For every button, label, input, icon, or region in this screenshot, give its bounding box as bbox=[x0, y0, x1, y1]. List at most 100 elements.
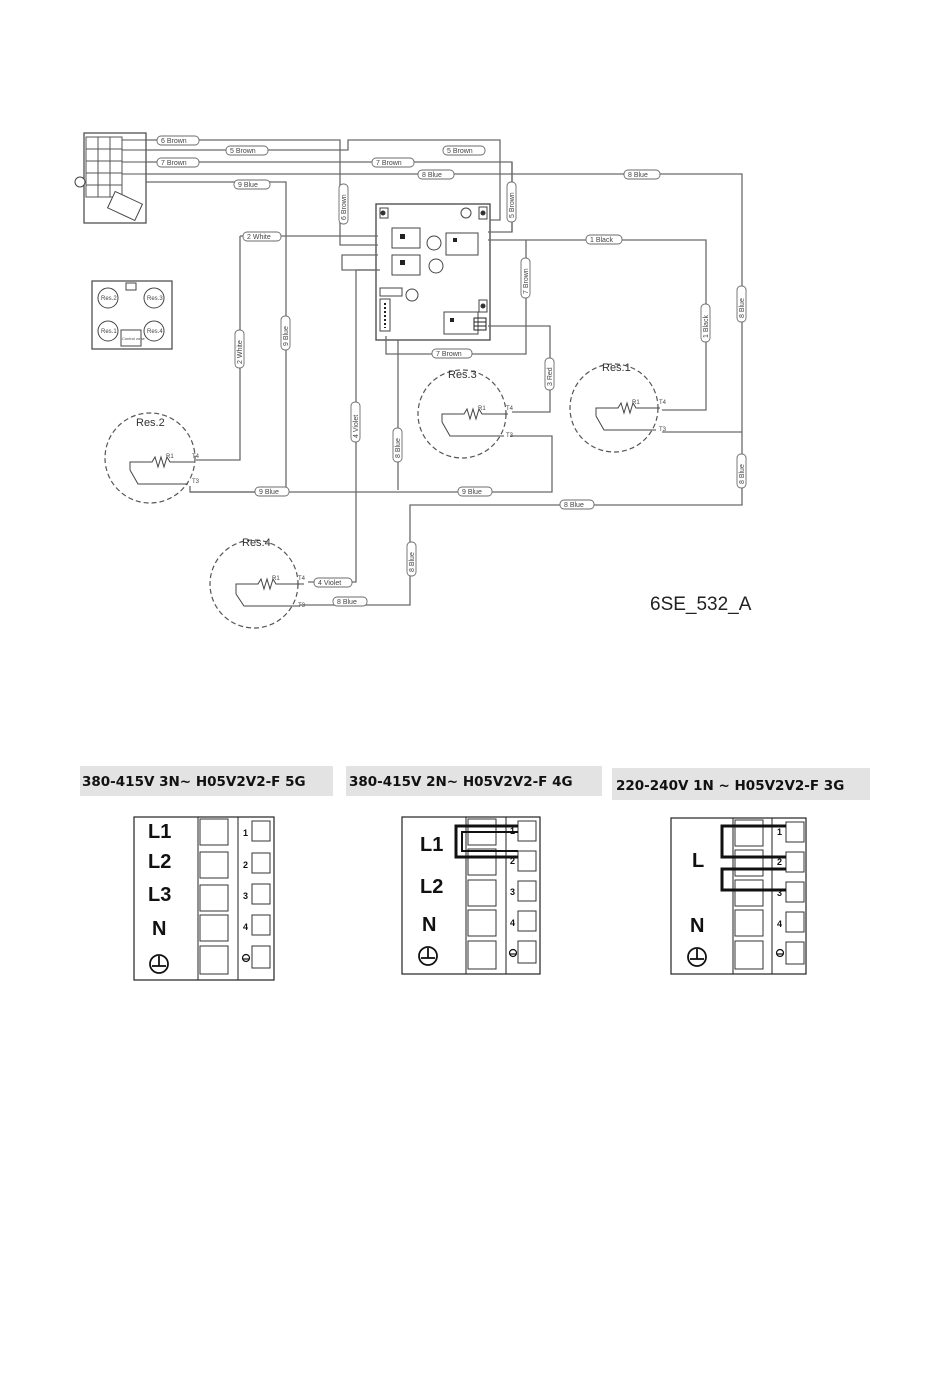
wire-label: 5 Brown bbox=[506, 181, 517, 223]
resistor-name: Res.1 bbox=[602, 362, 631, 374]
panel-header bbox=[80, 766, 333, 796]
resistor-res2: Res.2 R1 T4 T3 bbox=[104, 412, 200, 504]
connection-panel-2n-4g: 380-415V 2N~ H05V2V2-F 4G L1 L2 N 1 2 3 … bbox=[346, 766, 602, 975]
zone-label: Res.2 bbox=[101, 296, 117, 302]
zone-label: Res.4 bbox=[147, 329, 163, 335]
pin-t3: T3 bbox=[659, 427, 667, 433]
pin-r1: R1 bbox=[478, 406, 486, 412]
wire-label: 8 Blue bbox=[623, 169, 661, 180]
wire-label: 5 Brown bbox=[442, 145, 486, 156]
wire-label: 8 Blue bbox=[559, 499, 595, 510]
mains-terminal-block bbox=[74, 132, 147, 224]
wire-label: 5 Brown bbox=[225, 145, 269, 156]
wire-label-text: 2 White bbox=[247, 234, 271, 241]
wire-label-text: 8 Blue bbox=[337, 599, 357, 606]
wire-label-text: 7 Brown bbox=[376, 160, 402, 167]
terminal-label-l: L bbox=[692, 850, 704, 872]
wire-label: 7 Brown bbox=[156, 157, 200, 168]
wire-label-text: 8 Blue bbox=[628, 172, 648, 179]
wire-label: 4 Violet bbox=[313, 577, 353, 588]
wire-label-text: 4 Violet bbox=[318, 580, 341, 587]
terminal-number: 2 bbox=[510, 856, 515, 866]
pin-r1: R1 bbox=[632, 400, 640, 406]
wire-label: 8 Blue bbox=[736, 453, 747, 489]
pin-t4: T4 bbox=[506, 406, 514, 412]
wire-label: 2 White bbox=[242, 231, 282, 242]
wire-label: 2 White bbox=[234, 329, 245, 369]
pin-t3: T3 bbox=[298, 603, 306, 609]
connection-panel-3n-5g: 380-415V 3N~ H05V2V2-F 5G L1 L2 L3 N 1 2… bbox=[80, 766, 333, 981]
control-zone-label: Control zone bbox=[122, 336, 145, 341]
terminal-label-l1: L1 bbox=[420, 834, 443, 856]
connection-panel-1n-3g: 220-240V 1N ~ H05V2V2-F 3G L N 1 2 3 4 bbox=[612, 768, 870, 975]
terminal-label-l3: L3 bbox=[148, 884, 171, 906]
terminal-number: 4 bbox=[777, 919, 782, 929]
panel-title: 380-415V 2N~ H05V2V2-F 4G bbox=[349, 774, 573, 790]
terminal-number: 4 bbox=[510, 918, 515, 928]
wire-label: 8 Blue bbox=[736, 285, 747, 323]
wire-label: 6 Brown bbox=[338, 183, 349, 225]
wire-label-text: 9 Blue bbox=[283, 326, 290, 346]
zone-map: Res.2 Res.3 Res.1 Res.4 Control zone bbox=[91, 280, 173, 350]
wire-label-text: 2 White bbox=[237, 340, 244, 364]
resistor-res3: Res.3 R1 T4 T3 bbox=[417, 369, 514, 459]
wire-label: 9 Blue bbox=[254, 486, 290, 497]
wire-label: 4 Violet bbox=[350, 401, 361, 443]
control-board bbox=[375, 203, 491, 341]
wire-label: 7 Brown bbox=[371, 157, 415, 168]
wire-label-text: 6 Brown bbox=[341, 194, 348, 220]
wire-label: 8 Blue bbox=[417, 169, 455, 180]
terminal-number: 3 bbox=[510, 887, 515, 897]
terminal-label-n: N bbox=[152, 918, 166, 940]
wire-label-text: 4 Violet bbox=[353, 415, 360, 438]
zone-label: Res.3 bbox=[147, 296, 163, 302]
resistor-name: Res.2 bbox=[136, 417, 165, 429]
resistor-res4: Res.4 R1 T4 T3 bbox=[209, 537, 306, 629]
diagram-code: 6SE_532_A bbox=[650, 594, 752, 615]
wire-label: 9 Blue bbox=[457, 486, 493, 497]
terminal-label-l2: L2 bbox=[148, 851, 171, 873]
wire-label-text: 7 Brown bbox=[523, 268, 530, 294]
wire-label-text: 8 Blue bbox=[422, 172, 442, 179]
wire-label-text: 1 Black bbox=[590, 237, 613, 244]
wire-label-text: 7 Brown bbox=[161, 160, 187, 167]
pin-t4: T4 bbox=[659, 400, 667, 406]
zone-label: Res.1 bbox=[101, 329, 117, 335]
wire-label: 1 Black bbox=[585, 234, 623, 245]
wire-label-text: 7 Brown bbox=[436, 351, 462, 358]
ground-icon bbox=[508, 948, 518, 958]
terminal-number: 1 bbox=[510, 826, 515, 836]
wire-label: 8 Blue bbox=[406, 541, 417, 577]
wire-label-text: 5 Brown bbox=[509, 192, 516, 218]
wire-label-text: 9 Blue bbox=[462, 489, 482, 496]
ground-icon bbox=[775, 948, 785, 958]
terminal-number: 1 bbox=[243, 828, 248, 838]
panel-title: 380-415V 3N~ H05V2V2-F 5G bbox=[82, 774, 306, 790]
ground-icon bbox=[241, 953, 251, 963]
wire-label: 8 Blue bbox=[332, 596, 368, 607]
wire-label-text: 3 Red bbox=[547, 367, 554, 386]
pin-r1: R1 bbox=[272, 576, 280, 582]
terminal-label-n: N bbox=[422, 914, 436, 936]
panel-header bbox=[612, 768, 870, 800]
resistor-res1: Res.1 R1 T4 T3 bbox=[569, 362, 667, 453]
ground-icon bbox=[149, 954, 169, 974]
resistor-name: Res.3 bbox=[448, 369, 477, 381]
wire-label-text: 5 Brown bbox=[447, 148, 473, 155]
resistor-name: Res.4 bbox=[242, 537, 271, 549]
wire-label: 9 Blue bbox=[280, 315, 291, 351]
wire-label: 3 Red bbox=[544, 357, 555, 391]
terminal-label-l1: L1 bbox=[148, 821, 171, 843]
terminal-number: 2 bbox=[243, 860, 248, 870]
wire-label-text: 8 Blue bbox=[395, 438, 402, 458]
wire-label-text: 1 Black bbox=[703, 315, 710, 338]
terminal-number: 4 bbox=[243, 922, 248, 932]
wire-label-text: 8 Blue bbox=[409, 552, 416, 572]
wire-label-text: 8 Blue bbox=[739, 464, 746, 484]
pin-t3: T3 bbox=[192, 479, 200, 485]
wire-label-text: 8 Blue bbox=[564, 502, 584, 509]
terminal-number: 2 bbox=[777, 857, 782, 867]
wire-label: 6 Brown bbox=[156, 135, 200, 146]
wire-labels: 6 Brown 5 Brown 7 Brown 5 Brown 7 Brown … bbox=[156, 135, 747, 607]
